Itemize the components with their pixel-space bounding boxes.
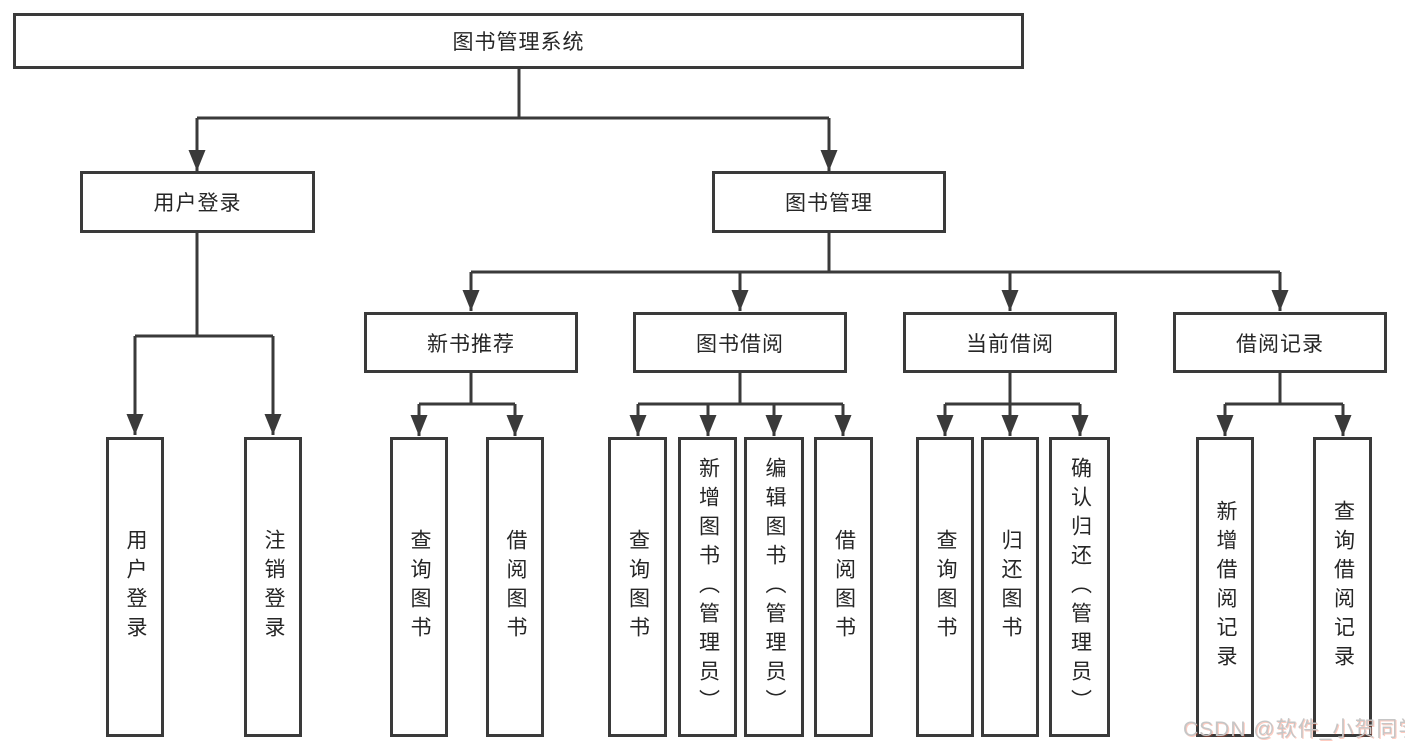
leaf-query-borrow-record: 查询借阅记录 <box>1313 437 1372 737</box>
leaf-borrow-books-recommend: 借阅图书 <box>486 437 544 737</box>
leaf-user-login: 用户登录 <box>106 437 164 737</box>
leaf-query-books-current: 查询图书 <box>916 437 974 737</box>
leaf-edit-book-admin: 编辑图书（管理员） <box>744 437 804 737</box>
node-borrow-records: 借阅记录 <box>1173 312 1387 373</box>
leaf-logout: 注销登录 <box>244 437 302 737</box>
csdn-watermark: CSDN @软件_小贺同学 <box>1183 718 1405 741</box>
node-current-borrow: 当前借阅 <box>903 312 1117 373</box>
node-user-login: 用户登录 <box>80 171 315 233</box>
leaf-return-book: 归还图书 <box>981 437 1039 737</box>
node-book-borrow: 图书借阅 <box>633 312 847 373</box>
leaf-borrow-books: 借阅图书 <box>814 437 873 737</box>
node-book-management: 图书管理 <box>712 171 946 233</box>
node-new-book-recommend: 新书推荐 <box>364 312 578 373</box>
leaf-query-books-borrow: 查询图书 <box>608 437 667 737</box>
leaf-query-books-recommend: 查询图书 <box>390 437 448 737</box>
node-root: 图书管理系统 <box>13 13 1024 69</box>
leaf-add-borrow-record: 新增借阅记录 <box>1196 437 1254 737</box>
leaf-add-book-admin: 新增图书（管理员） <box>678 437 737 737</box>
leaf-confirm-return-admin: 确认归还（管理员） <box>1049 437 1110 737</box>
